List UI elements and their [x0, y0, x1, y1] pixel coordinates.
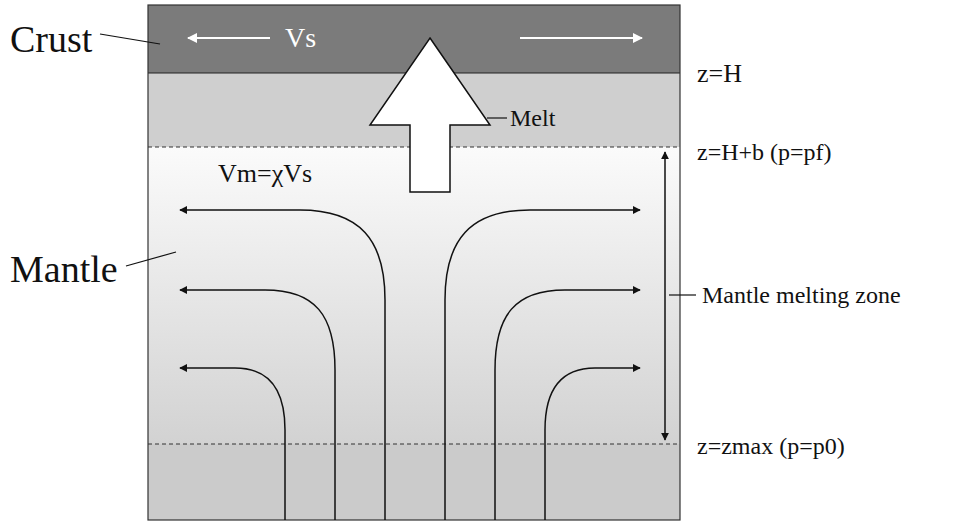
streamline [180, 368, 285, 520]
spreading-arrow [520, 37, 642, 39]
streamlines [180, 210, 640, 520]
depth-label: z=H+b (p=pf) [697, 139, 832, 165]
layer-label: Mantle [10, 249, 118, 291]
panel-outline [148, 5, 680, 520]
streamline [180, 210, 385, 520]
streamline [545, 368, 640, 520]
melt-label: Melt [510, 105, 555, 131]
dashed-boundary [148, 443, 680, 444]
melt-arrow [370, 38, 490, 192]
streamline [445, 210, 640, 520]
velocity-label: Vm=χVs [218, 160, 312, 189]
leader-line [669, 294, 696, 295]
layer-label: Crust [10, 19, 92, 61]
melting-zone-span-arrow [664, 152, 666, 440]
spreading-arrow [188, 37, 270, 39]
lower-mantle-band [148, 444, 680, 520]
leader-line [126, 252, 176, 266]
velocity-label: Vs [285, 23, 316, 54]
streamline [495, 290, 640, 520]
streamline [180, 290, 335, 520]
zone-label: Mantle melting zone [702, 282, 901, 308]
leader-line [100, 34, 160, 44]
depth-label: z=H [697, 60, 742, 89]
leader-line [487, 117, 507, 118]
depth-label: z=zmax (p=p0) [697, 433, 845, 459]
